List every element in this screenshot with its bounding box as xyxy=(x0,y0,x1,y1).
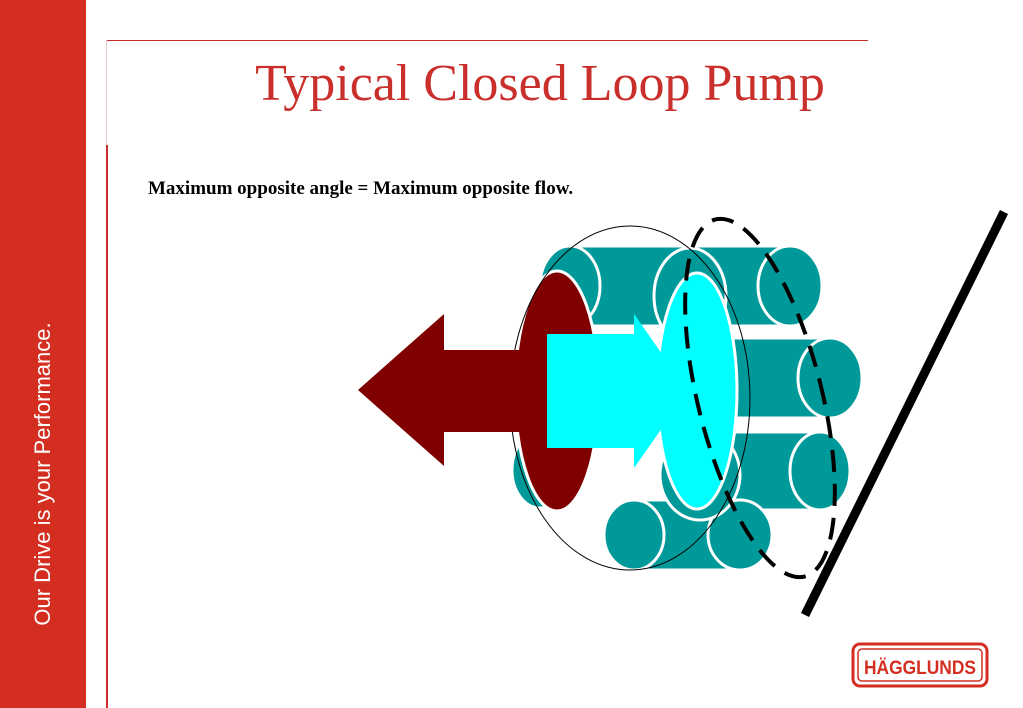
swash-plate xyxy=(800,210,1009,617)
sidebar-tagline: Our Drive is your Performance. xyxy=(30,322,55,626)
flow-arrow-left xyxy=(358,314,555,466)
piston-lower-right-end xyxy=(788,430,852,512)
top-rule xyxy=(106,40,868,41)
brand-sidebar: Our Drive is your Performance. xyxy=(0,0,86,708)
pump-diagram xyxy=(358,210,1009,617)
caption-text: Maximum opposite angle = Maximum opposit… xyxy=(148,178,574,199)
piston-bottom-face xyxy=(602,498,666,572)
logo-text: HÄGGLUNDS xyxy=(864,658,976,679)
hagglunds-logo: HÄGGLUNDS xyxy=(851,642,989,688)
left-rule-upper xyxy=(106,40,107,145)
piston-bottom-end xyxy=(706,498,774,572)
left-rule-lower xyxy=(106,145,108,708)
piston-upper-right-end xyxy=(796,336,864,420)
dashed-angle-outline xyxy=(683,216,837,580)
slide-title: Typical Closed Loop Pump xyxy=(255,55,825,112)
flow-arrow-right xyxy=(547,314,688,468)
